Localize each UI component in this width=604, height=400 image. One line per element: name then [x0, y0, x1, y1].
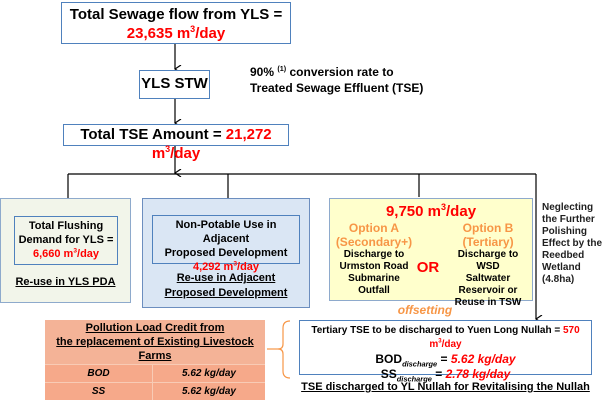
option-b: Option B (Tertiary) Discharge to WSD Sal… — [454, 221, 522, 308]
conversion-note: 90% (1) conversion rate to Treated Sewag… — [250, 64, 424, 95]
discharge-options-box — [329, 198, 533, 301]
offsetting-label: offsetting — [397, 303, 453, 317]
table-row: SS 5.62 kg/day — [45, 382, 265, 400]
total-tse-box: Total TSE Amount = 21,272 m3/day — [63, 124, 289, 162]
yls-stw-box: YLS STW — [139, 70, 210, 99]
total-sewage-label: Total Sewage flow from YLS = — [69, 6, 283, 23]
non-potable-box: Non-Potable Use in Adjacent Proposed Dev… — [152, 215, 300, 273]
pollution-load-table: Pollution Load Credit from the replaceme… — [45, 320, 265, 400]
offset-brace — [277, 320, 291, 379]
nullah-ss: SSdischarge = 2.78 kg/day — [380, 367, 511, 384]
non-potable-caption: Re-use in Adjacent Proposed Development — [164, 272, 288, 299]
pollution-table-header: Pollution Load Credit from the replaceme… — [45, 320, 265, 365]
total-sewage-box: Total Sewage flow from YLS = 23,635 m3/d… — [61, 2, 291, 44]
nullah-caption: TSE discharged to YL Nullah for Revitali… — [301, 381, 590, 393]
nullah-flow: Tertiary TSE to be discharged to Yuen Lo… — [311, 325, 580, 350]
option-a: Option A (Secondary+) Discharge to Urmst… — [335, 221, 413, 296]
nullah-discharge-box: Tertiary TSE to be discharged to Yuen Lo… — [299, 320, 592, 383]
reedbed-note: Neglecting the Further Polishing Effect … — [542, 202, 603, 285]
flushing-demand-box: Total Flushing Demand for YLS = 6,660 m3… — [14, 216, 118, 265]
nullah-bod: BODdischarge = 5.62 kg/day — [375, 352, 516, 369]
options-flow-value: 9,750 m3/day — [385, 202, 477, 221]
total-sewage-value: 23,635 m3/day — [126, 24, 226, 43]
flushing-caption: Re-use in YLS PDA — [15, 276, 116, 288]
table-row: BOD 5.62 kg/day — [45, 364, 265, 383]
or-label: OR — [416, 259, 440, 276]
